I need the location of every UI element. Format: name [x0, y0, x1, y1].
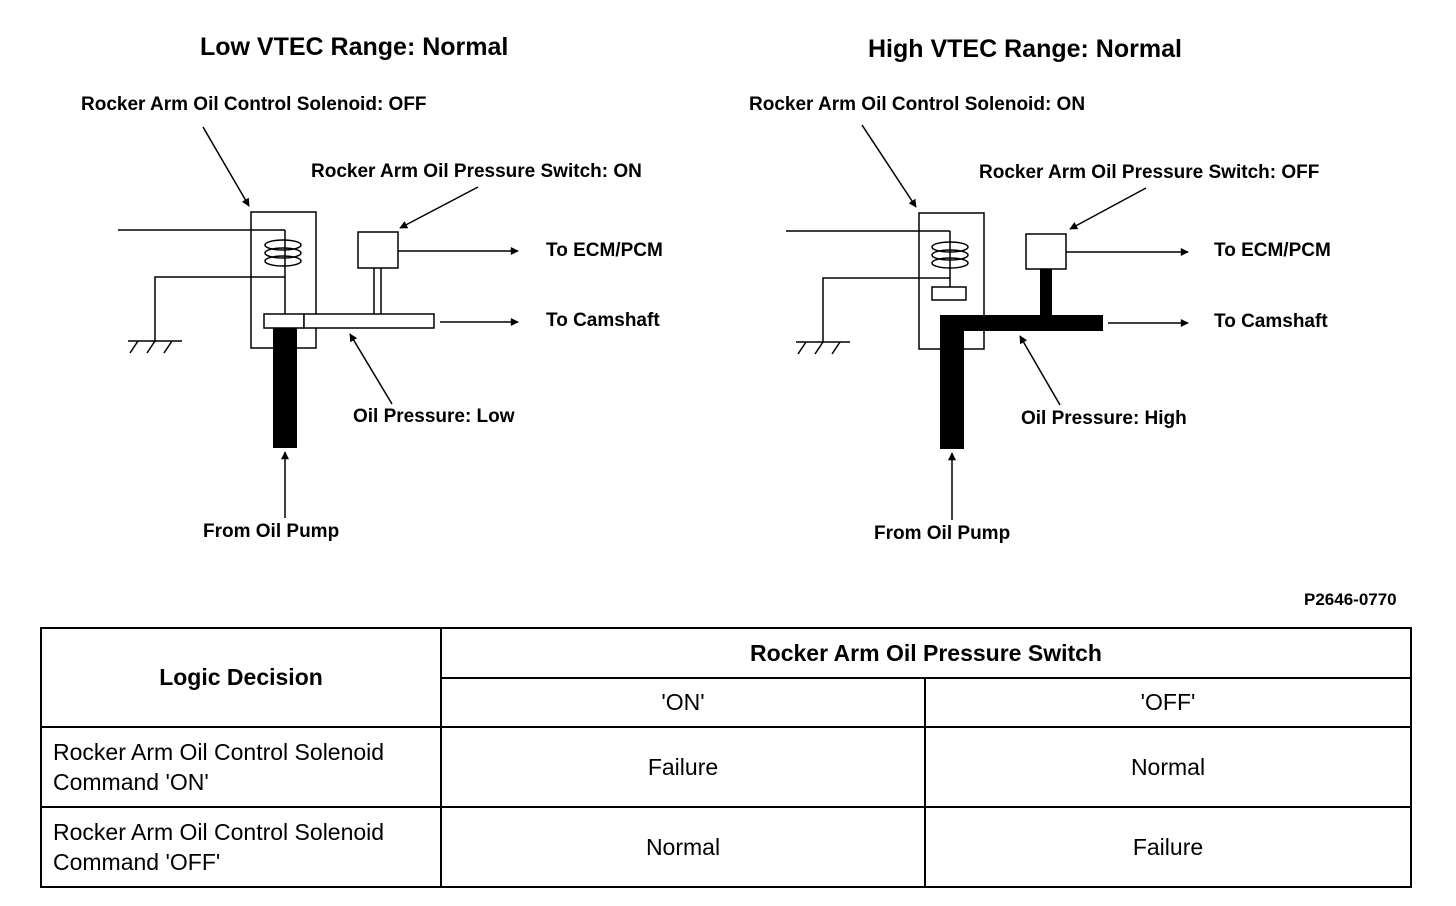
left-solenoid-arrow — [202, 126, 250, 207]
right-plunger — [931, 286, 967, 301]
left-pump-label: From Oil Pump — [203, 521, 340, 542]
left-pressure-switch — [357, 231, 399, 269]
row-label: Rocker Arm Oil Control Solenoid Command … — [40, 806, 442, 888]
left-oil-supply — [273, 328, 297, 448]
table-header-row: Logic Decision Rocker Arm Oil Pressure S… — [40, 627, 1413, 728]
right-ecm-label: To ECM/PCM — [1214, 240, 1331, 261]
left-ecm-label: To ECM/PCM — [546, 240, 663, 261]
right-pressure-arrow — [1019, 335, 1061, 406]
left-solenoid-coil-icon — [264, 239, 302, 267]
right-solenoid-label: Rocker Arm Oil Control Solenoid: ON — [749, 94, 1086, 115]
right-pressure-switch — [1025, 233, 1067, 270]
left-oil-passage — [303, 313, 435, 329]
left-switch-label: Rocker Arm Oil Pressure Switch: ON — [311, 161, 642, 182]
right-pressure-label: Oil Pressure: High — [1021, 408, 1187, 429]
right-switch-arrow — [1069, 187, 1147, 230]
table-row: Rocker Arm Oil Control Solenoid Command … — [40, 726, 1413, 808]
right-ground-icon — [796, 341, 850, 355]
right-panel-title: High VTEC Range: Normal — [868, 35, 1182, 63]
switch-group-header: Rocker Arm Oil Pressure Switch — [439, 627, 1413, 679]
right-switch-passage — [1040, 269, 1052, 316]
table-cell: Normal — [923, 726, 1413, 808]
left-pressure-label: Oil Pressure: Low — [353, 406, 515, 427]
left-diagram — [118, 126, 519, 518]
left-solenoid-label: Rocker Arm Oil Control Solenoid: OFF — [81, 94, 427, 115]
right-camshaft-label: To Camshaft — [1214, 311, 1328, 332]
right-solenoid-arrow — [861, 124, 917, 208]
left-panel-title: Low VTEC Range: Normal — [200, 33, 509, 61]
logic-decision-table: Logic Decision Rocker Arm Oil Pressure S… — [40, 627, 1413, 888]
row-label: Rocker Arm Oil Control Solenoid Command … — [40, 726, 442, 808]
right-diagram — [786, 124, 1189, 520]
left-pressure-arrow — [349, 333, 393, 405]
left-valve — [263, 313, 305, 329]
table-row: Rocker Arm Oil Control Solenoid Command … — [40, 806, 1413, 888]
table-subheader-row: 'ON' 'OFF' — [41, 677, 1413, 728]
left-camshaft-label: To Camshaft — [546, 310, 660, 331]
column-header-off: 'OFF' — [923, 677, 1413, 728]
column-header-on: 'ON' — [440, 677, 926, 728]
table-cell: Normal — [440, 806, 926, 888]
vtec-diagram — [118, 124, 1189, 520]
table-cell: Failure — [440, 726, 926, 808]
table-cell: Failure — [923, 806, 1413, 888]
right-pump-label: From Oil Pump — [874, 523, 1011, 544]
logic-decision-header: Logic Decision — [40, 627, 442, 728]
left-switch-arrow — [399, 186, 479, 229]
left-ground-wire — [154, 276, 285, 341]
right-switch-label: Rocker Arm Oil Pressure Switch: OFF — [979, 162, 1320, 183]
right-oil-passage — [940, 315, 1103, 331]
right-ground-wire — [822, 277, 950, 342]
left-ground-icon — [128, 340, 182, 354]
figure-code: P2646-0770 — [1304, 590, 1397, 609]
right-oil-supply — [940, 315, 964, 449]
